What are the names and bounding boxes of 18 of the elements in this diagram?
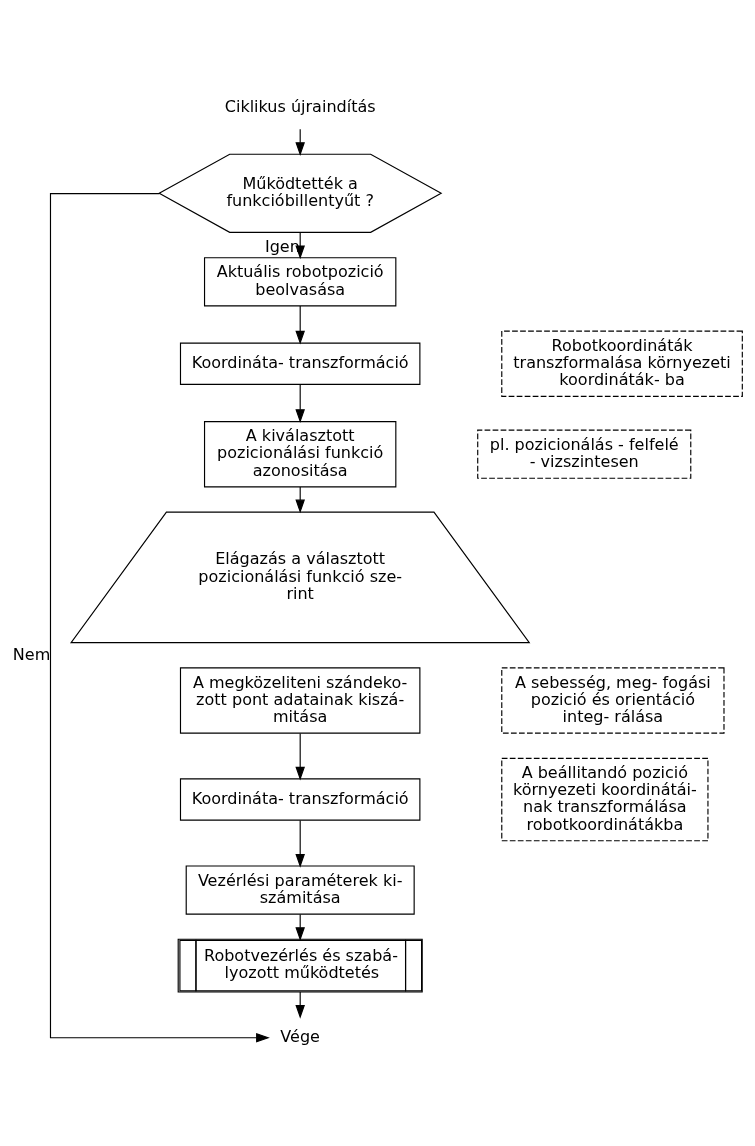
node-box: Koordináta- transzformáció bbox=[179, 778, 421, 821]
arrow bbox=[295, 819, 305, 868]
node-text: Ciklikus újraindítás bbox=[224, 97, 376, 117]
node-text: Vége bbox=[280, 1027, 320, 1047]
node-box: Aktuális robotpozició beolvasása bbox=[203, 257, 397, 307]
node-box: Koordináta- transzformáció bbox=[179, 342, 421, 385]
node-box: A megközeliteni szándeko- zott pont adatainak kiszá- mitása bbox=[179, 667, 421, 734]
edge-label: Nem bbox=[12, 645, 51, 665]
arrow bbox=[295, 732, 305, 781]
arrow bbox=[295, 384, 305, 424]
arrow bbox=[295, 305, 305, 345]
node-box: pl. pozicionálás - felfelé - vizszintesen bbox=[477, 429, 692, 479]
node-box: A beállitandó pozició környezeti koordinátái- nak transzformálása robotkoordinátákba bbox=[501, 757, 709, 842]
arrow bbox=[49, 193, 270, 1043]
node-box: Vezérlési paraméterek ki- számitása bbox=[185, 865, 415, 915]
node-box: A kiválasztott pozicionálási funkció azonositása bbox=[203, 421, 397, 488]
node-box: A sebesség, meg- fogási pozició és orientáció integ- rálása bbox=[501, 667, 725, 734]
node-box: Robotkoordináták transzformalása környezeti koordináták- ba bbox=[501, 330, 743, 397]
